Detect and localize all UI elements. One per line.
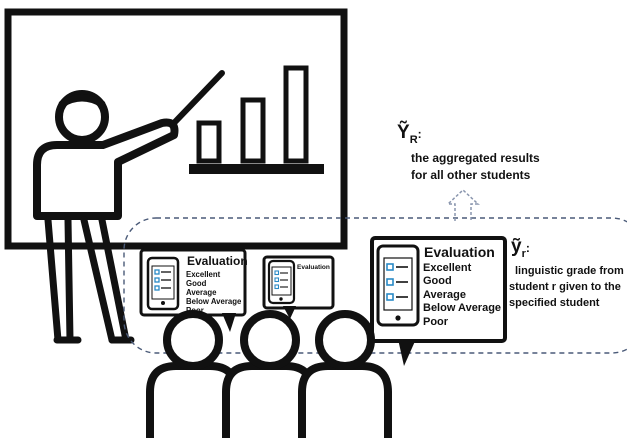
teacher-icon bbox=[33, 90, 179, 344]
option-poor: Poor bbox=[423, 315, 449, 328]
aggregate-description-line1: the aggregated results bbox=[411, 151, 540, 165]
bar-chart-icon bbox=[189, 65, 324, 174]
individual-description-line1: linguistic grade from bbox=[515, 265, 624, 277]
phone-icon-right bbox=[376, 244, 420, 327]
option-below-average: Below Average bbox=[186, 297, 242, 306]
phone-icon-left bbox=[146, 256, 180, 311]
individual-symbol: ỹr: bbox=[511, 236, 530, 260]
option-below-average: Below Average bbox=[423, 302, 502, 315]
option-excellent: Excellent bbox=[186, 270, 221, 279]
evaluation-options-right: Excellent Good Average Below Average Poo… bbox=[423, 262, 501, 329]
option-average: Average bbox=[186, 288, 217, 297]
individual-description-line3: specified student bbox=[509, 297, 600, 309]
evaluation-options-left: Excellent Good Average Below Average Poo… bbox=[186, 270, 241, 315]
phone-icon-middle bbox=[267, 259, 296, 305]
pointer-stick bbox=[170, 70, 225, 127]
aggregate-symbol: ỸR: bbox=[397, 122, 422, 146]
individual-symbol-subscript: r bbox=[521, 247, 526, 260]
option-good: Good bbox=[423, 275, 452, 288]
aggregate-symbol-y: Ỹ bbox=[397, 122, 410, 143]
aggregate-symbol-colon: : bbox=[417, 127, 422, 141]
option-poor: Poor bbox=[186, 306, 204, 315]
evaluation-title-left: Evaluation bbox=[187, 254, 248, 268]
option-good: Good bbox=[186, 279, 207, 288]
whiteboard-frame bbox=[4, 8, 348, 250]
evaluation-title-middle: Evaluation bbox=[297, 264, 330, 271]
individual-description-line2: student r given to the bbox=[509, 281, 621, 293]
aggregate-description-line2: for all other students bbox=[411, 168, 531, 182]
aggregate-symbol-subscript: R bbox=[409, 133, 418, 146]
student-group-boundary bbox=[123, 217, 627, 354]
individual-symbol-colon: : bbox=[525, 241, 530, 255]
aggregate-arrow-icon bbox=[446, 188, 480, 221]
individual-symbol-y: ỹ bbox=[511, 236, 522, 257]
option-average: Average bbox=[423, 288, 467, 301]
students-icon bbox=[146, 310, 392, 438]
evaluation-title-right: Evaluation bbox=[424, 244, 495, 260]
option-excellent: Excellent bbox=[423, 262, 472, 274]
